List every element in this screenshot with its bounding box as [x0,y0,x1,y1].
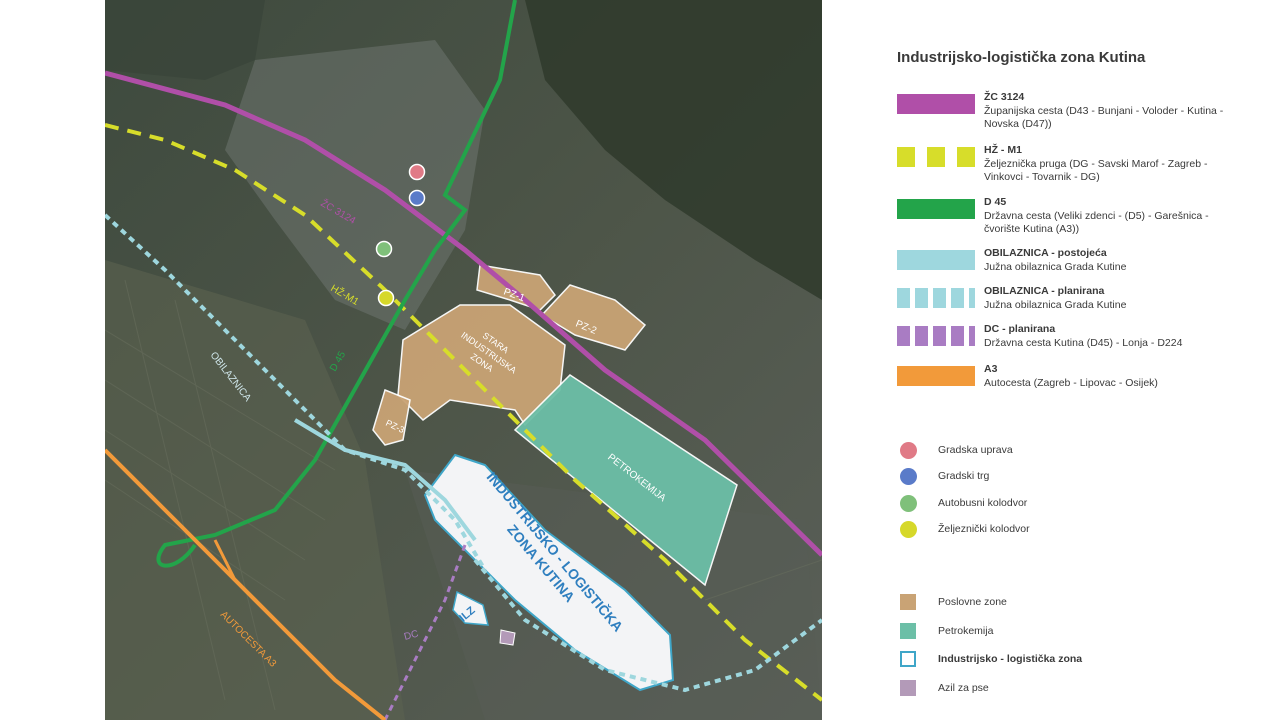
map-canvas: ŽC 3124 HŽ-M1 D 45 OBILAZNICA PZ-1 PZ-2 … [105,0,822,720]
zone-pz3 [372,388,411,446]
zone-azil [499,629,516,646]
legend-swatch [897,147,975,167]
legend-dot [900,495,917,512]
legend-square [900,651,916,667]
town-area [225,40,485,330]
legend-dot [900,442,917,459]
rail-hz-m1 [105,123,822,702]
legend-dot [900,521,917,538]
legend-dot [900,468,917,485]
legend-square [900,594,916,610]
fields-area [105,260,405,720]
zone-stara [397,304,566,427]
legend-swatch [897,94,975,114]
road-zc3124 [105,70,822,557]
point-zeljeznicki-kolodvor [377,289,395,307]
road-dc [383,544,467,720]
aerial-map[interactable]: ŽC 3124 HŽ-M1 D 45 OBILAZNICA PZ-1 PZ-2 … [105,0,822,720]
point-autobusni-kolodvor [375,240,393,258]
legend-title: Industrijsko-logistička zona Kutina [897,49,1146,66]
legend-swatch [897,288,975,308]
road-obilaznica-planirana-2 [473,558,822,693]
point-gradska-uprava [408,163,426,181]
label-dc: DC [403,629,420,643]
zone-ilz-small [452,590,489,626]
point-gradski-trg [408,189,426,207]
legend-square [900,680,916,696]
legend-square [900,623,916,639]
legend-swatch [897,326,975,346]
road-d45 [156,0,517,568]
road-obilaznica-postojeca [293,418,477,542]
legend-swatch [897,250,975,270]
legend-swatch [897,366,975,386]
legend-swatch [897,199,975,219]
zone-ilz [423,453,675,692]
road-obilaznica-planirana-1 [105,213,487,572]
forest-area [525,0,822,300]
legend-panel: Industrijsko-logistička zona Kutina ŽC 3… [897,49,1224,696]
zone-petrokemija [513,374,738,587]
